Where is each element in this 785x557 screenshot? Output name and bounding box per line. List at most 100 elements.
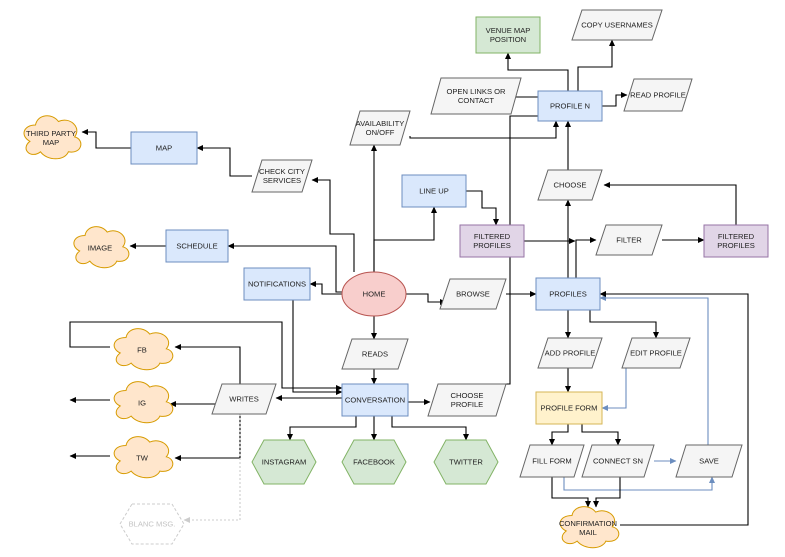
node-twitter: TWITTER bbox=[433, 439, 499, 485]
connector-arrow bbox=[551, 477, 591, 508]
node-label: PROFILE N bbox=[550, 102, 590, 111]
node-shape bbox=[113, 436, 174, 479]
node-label: VENUE MAP bbox=[486, 26, 531, 35]
connector-arrow bbox=[599, 291, 749, 526]
node-label: PROFILE bbox=[451, 400, 484, 409]
node-shape bbox=[621, 337, 691, 369]
node-shape bbox=[537, 337, 603, 369]
node-shape bbox=[251, 159, 313, 193]
node-label: AVAILABILITY bbox=[356, 119, 405, 128]
connector-arrow bbox=[549, 424, 569, 446]
node-shape bbox=[341, 271, 407, 317]
node-shape bbox=[113, 328, 174, 371]
node-line-up: LINE UP bbox=[401, 174, 467, 208]
connector-arrow bbox=[309, 281, 342, 295]
node-label: BROWSE bbox=[456, 290, 490, 299]
node-label: ON/OFF bbox=[366, 128, 395, 137]
node-shape bbox=[519, 444, 585, 478]
node-label: INSTAGRAM bbox=[262, 458, 307, 467]
node-label: FILTERED bbox=[718, 232, 755, 241]
node-browse: BROWSE bbox=[439, 278, 507, 310]
node-shape bbox=[581, 444, 655, 478]
node-shape bbox=[211, 383, 277, 415]
node-shape bbox=[130, 131, 198, 165]
node-profile-form: PROFILE FORM bbox=[535, 391, 603, 425]
node-save: SAVE bbox=[675, 444, 743, 478]
connector-arrow bbox=[602, 92, 628, 107]
node-shape bbox=[23, 115, 82, 160]
node-shape bbox=[427, 383, 507, 417]
node-writes: WRITES bbox=[211, 383, 277, 415]
node-label: FILTER bbox=[616, 236, 642, 245]
node-label: HOME bbox=[363, 290, 386, 299]
node-label: MAP bbox=[43, 138, 59, 147]
node-label: PROFILE FORM bbox=[541, 404, 598, 413]
node-shape bbox=[119, 503, 185, 545]
node-label: CHOOSE bbox=[554, 181, 587, 190]
node-read-profile: READ PROFILE bbox=[623, 78, 693, 112]
node-shape bbox=[535, 391, 603, 425]
node-label: OPEN LINKS OR bbox=[446, 87, 506, 96]
node-shape bbox=[559, 506, 620, 549]
node-label: BLANC MSG. bbox=[129, 520, 176, 529]
node-ig: IG bbox=[113, 381, 174, 424]
node-label: CHECK CITY bbox=[259, 167, 305, 176]
node-shape bbox=[401, 174, 467, 208]
connector-arrow bbox=[196, 145, 252, 177]
node-filter: FILTER bbox=[595, 224, 663, 256]
node-shape bbox=[703, 224, 769, 258]
node-label: CONFIRMATION bbox=[559, 519, 617, 528]
connector-arrow bbox=[292, 300, 343, 395]
node-shape bbox=[349, 110, 411, 146]
node-label: MAIL bbox=[579, 528, 597, 537]
node-label: READ PROFILE bbox=[630, 91, 686, 100]
node-label: TW bbox=[136, 454, 149, 463]
connector-arrow bbox=[409, 120, 559, 139]
node-fill-form: FILL FORM bbox=[519, 444, 585, 478]
node-shape bbox=[537, 169, 603, 201]
node-label: PROFILES bbox=[717, 241, 755, 250]
node-shape bbox=[341, 439, 407, 485]
node-label: MAP bbox=[156, 144, 172, 153]
node-shape bbox=[251, 439, 317, 485]
node-label: SAVE bbox=[699, 457, 719, 466]
node-label: FILTERED bbox=[474, 232, 511, 241]
node-shape bbox=[537, 90, 603, 122]
node-label: CHOOSE bbox=[451, 391, 484, 400]
connector-arrow bbox=[599, 295, 709, 445]
connector-arrow bbox=[603, 182, 737, 225]
node-shape bbox=[433, 439, 499, 485]
connector-arrow bbox=[311, 177, 355, 272]
node-label: POSITION bbox=[490, 35, 526, 44]
node-schedule: SCHEDULE bbox=[165, 229, 229, 263]
node-label: LINE UP bbox=[419, 187, 449, 196]
node-label: EDIT PROFILE bbox=[630, 349, 682, 358]
node-label: READS bbox=[362, 350, 388, 359]
node-choose: CHOOSE bbox=[537, 169, 603, 201]
node-shape bbox=[571, 9, 663, 41]
node-edit-profile: EDIT PROFILE bbox=[621, 337, 691, 369]
connector-arrow bbox=[563, 476, 715, 491]
connector-arrow bbox=[81, 129, 131, 149]
node-shape bbox=[439, 278, 507, 310]
node-label: FB bbox=[137, 346, 147, 355]
node-label: IG bbox=[138, 399, 146, 408]
node-facebook: FACEBOOK bbox=[341, 439, 407, 485]
node-profiles: PROFILES bbox=[535, 277, 601, 311]
node-shape bbox=[341, 383, 409, 417]
node-profile-n: PROFILE N bbox=[537, 90, 603, 122]
node-shape bbox=[675, 444, 743, 478]
node-label: ADD PROFILE bbox=[545, 349, 596, 358]
node-shape bbox=[595, 224, 663, 256]
connector-arrow bbox=[287, 416, 357, 441]
connector-arrow bbox=[577, 39, 615, 91]
node-shape bbox=[430, 77, 522, 115]
node-label: THIRD PARTY bbox=[26, 129, 76, 138]
node-fb: FB bbox=[113, 328, 174, 371]
connector-arrow bbox=[391, 416, 469, 441]
